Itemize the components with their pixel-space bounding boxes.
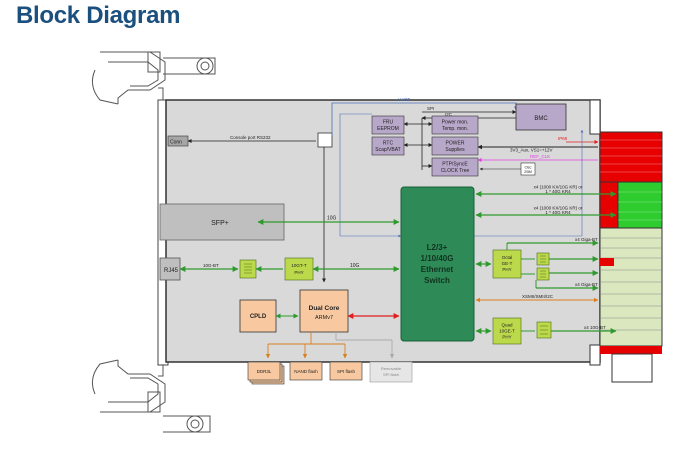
removable-label-2: SPI flash [383, 372, 399, 377]
spi-flash-label: SPI flash [337, 369, 356, 374]
nand-flash-block [289, 361, 323, 381]
cpld-label: CPLD [250, 314, 267, 320]
cpu-label-1: Dual Core [309, 305, 340, 312]
mux-box [317, 132, 333, 148]
phy-10g-block [284, 257, 314, 281]
octal-label-3: PHY [502, 267, 511, 272]
removable-spi-flash-block [369, 361, 413, 383]
uart-label: UART [398, 97, 410, 102]
cpu-block [299, 289, 349, 333]
spi-flash-block [329, 361, 363, 381]
phy-10g-label-2: PHY [294, 270, 303, 275]
quad-magnetics [536, 321, 552, 339]
power-mon-label: Power mon. [442, 120, 469, 126]
octal-label-2: GE-T [502, 261, 513, 266]
rj45-magnetics [239, 259, 257, 279]
phy-10g-label-1: 10GT-T [291, 263, 307, 268]
nand-label: NAND flash [294, 369, 318, 374]
octal-label-1: Octal [502, 255, 513, 260]
temp-mon-label: Temp. mon. [442, 126, 468, 132]
kr-link-1-label-b: 1 * 40G KR4 [545, 189, 571, 194]
i2c-label: I2C [445, 112, 453, 117]
quad-label-2: 10GE-T [499, 329, 515, 334]
xsmii-label: XSMII/SMII/I2C [522, 294, 554, 299]
ddr-memory-block [247, 361, 285, 385]
spi-label: SPI [427, 106, 434, 111]
power-rail-label: 3V3_Aux, VS1=+12V [510, 148, 553, 153]
switch-label-2: 1/10/40G [421, 254, 454, 263]
page-title: Block Diagram [16, 2, 181, 29]
bmc-block [515, 103, 567, 131]
console-port-label: Console port RS232 [230, 135, 271, 140]
osc-freq-label: 25M [524, 169, 532, 174]
bottom-ejector-handle [91, 359, 211, 433]
octal-magnetics-top [536, 252, 550, 266]
sfp-label: SFP+ [211, 220, 229, 227]
backplane-connector-green [599, 181, 663, 383]
eeprom-label: EEPROM [377, 126, 399, 132]
ptp-label: PTP/SyncE [442, 162, 468, 168]
giga-bt-label-2: x4 Giga-BT [575, 282, 598, 287]
sfp-10g-label: 10G [327, 216, 337, 222]
switch-label-1: L2/3+ [427, 243, 448, 252]
conn-label: Conn [170, 140, 182, 146]
ptp-clock-block [431, 157, 479, 177]
rj45-label: RJ45 [164, 268, 179, 274]
quad-10g-bt-label: x4 10G-BT [584, 325, 606, 330]
rtc-label: RTC [383, 141, 394, 147]
octal-magnetics-bottom [536, 267, 550, 281]
switch-label-4: Switch [424, 276, 450, 285]
ethernet-switch-block [400, 186, 475, 342]
osc-label: Osc [524, 165, 531, 170]
cpu-label-2: ARMv7 [315, 315, 333, 321]
scap-label: Scap/VBAT [375, 147, 400, 153]
kr-link-2-label-a: x4 (1000 KX/10G KR) or [534, 206, 583, 211]
clock-tree-label: CLOCK Tree [441, 168, 470, 174]
blue-mgmt-line [339, 113, 372, 236]
quad-label-1: Quad [501, 323, 513, 328]
kr-link-2-label-b: 1 * 40G KR4 [545, 210, 571, 215]
spi-removable-bus [335, 332, 395, 359]
supplies-label: Supplies [445, 147, 465, 153]
octal-phy-block [492, 249, 522, 279]
power-monitor-block [431, 115, 479, 135]
ipmi-label: IPMI [558, 136, 567, 141]
power-label: POWER [446, 141, 465, 147]
top-ejector-handle [91, 51, 216, 105]
fru-eeprom-block [371, 115, 405, 135]
kr-link-1-label-a: x4 (1000 KX/10G KR) or [534, 185, 583, 190]
cpld-block [239, 299, 277, 333]
memory-bus [265, 332, 348, 359]
phy-10g-link-label: 10G [350, 263, 360, 269]
board-notch-top [589, 99, 601, 135]
rj45-link-label: 10G-BT [203, 263, 219, 268]
removable-label-1: Removable [381, 366, 402, 371]
blue-to-bmc-line [474, 129, 584, 237]
quad-label-3: PHY [502, 335, 511, 340]
switch-label-3: Ethernet [421, 265, 454, 274]
quad-phy-block [492, 317, 522, 345]
fru-label: FRU [383, 120, 394, 126]
board-notch-bottom [589, 344, 601, 366]
bmc-label: BMC [534, 116, 548, 122]
ddr-label: DDR3L [257, 369, 272, 374]
rtc-block [371, 136, 405, 156]
ref-clk-label: REF_CLK [530, 154, 550, 159]
giga-bt-label-1: x4 Giga-BT [575, 237, 598, 242]
